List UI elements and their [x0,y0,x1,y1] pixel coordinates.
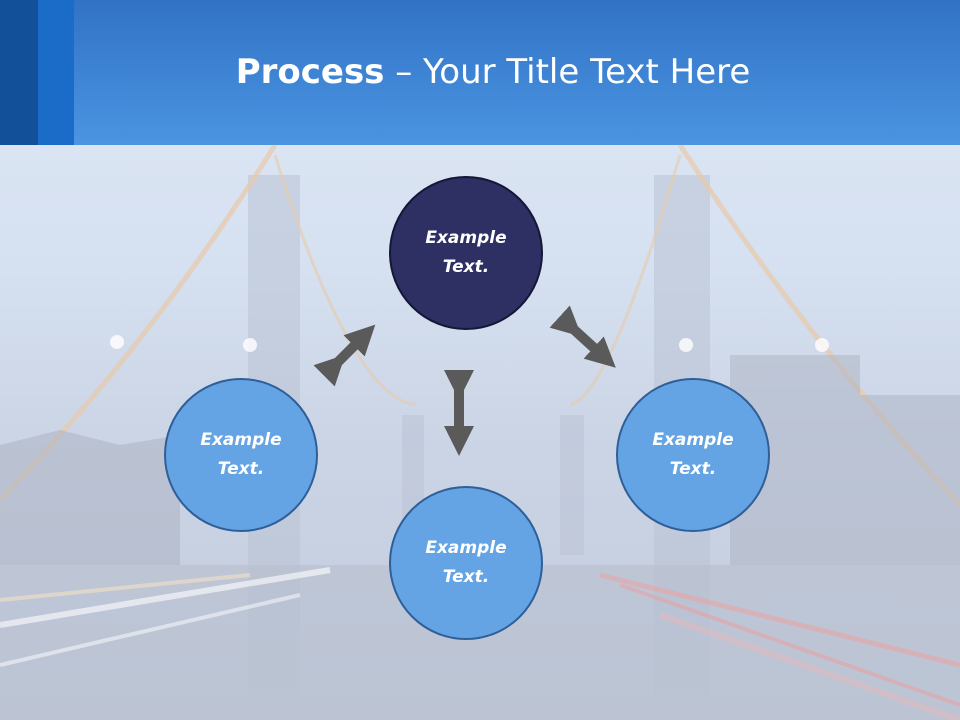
node-label: Example Text. [425,538,507,587]
title-bar [0,0,960,145]
node-label: Example Text. [652,430,734,479]
title-rest-text: – Your Title Text Here [384,52,751,92]
double-arrow-top-right [549,305,616,368]
title-bold-text: Process [235,52,385,92]
node-label: Example Text. [425,228,507,277]
slide-title: Process – Your Title Text Here [0,52,960,92]
accent-stripe-light [38,0,74,145]
process-node-right[interactable]: Example Text. [616,378,770,532]
process-node-top[interactable]: Example Text. [389,176,543,330]
node-label: Example Text. [200,430,282,479]
bridge-background-image [0,145,960,720]
process-node-bottom[interactable]: Example Text. [389,486,543,640]
process-node-left[interactable]: Example Text. [164,378,318,532]
double-arrow-top-left [313,324,376,387]
accent-stripe-dark [0,0,38,145]
